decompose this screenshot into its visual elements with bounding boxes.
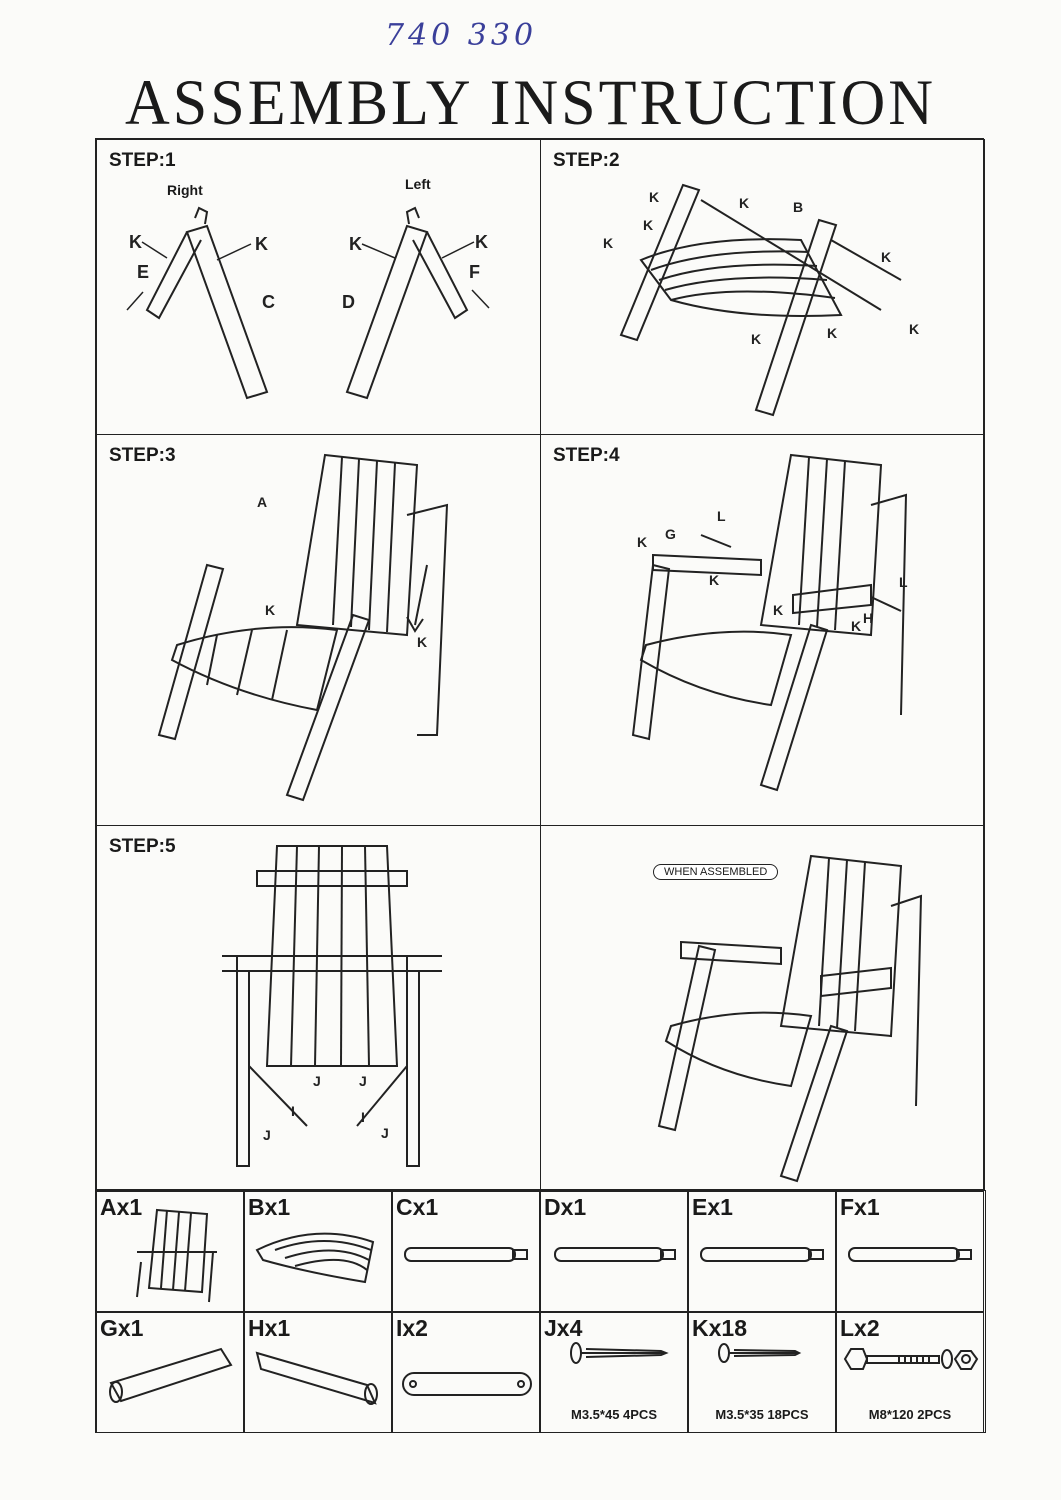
part-label: Hx1: [248, 1315, 291, 1341]
step-4-panel: STEP:4 K G L K K K H L: [540, 434, 985, 826]
part-e-rail-drawing: [700, 1247, 824, 1262]
part-i: Ix2: [392, 1312, 540, 1433]
svg-text:K: K: [909, 321, 919, 337]
part-label: Dx1: [544, 1194, 587, 1220]
parts-list: Ax1 Bx1 Cx1 Dx1 Ex1 Fx1 Gx1 Hx1 Ix2 Jx4 …: [95, 1190, 986, 1433]
step-1-illustration: K K E C K K D F: [126, 206, 490, 400]
svg-text:K: K: [649, 189, 659, 205]
svg-text:J: J: [313, 1073, 321, 1089]
svg-text:F: F: [469, 262, 480, 282]
left-label: Left: [405, 176, 431, 192]
part-h: Hx1: [244, 1312, 392, 1433]
svg-text:K: K: [709, 572, 719, 588]
part-h-armrest-drawing: [255, 1351, 378, 1405]
part-k: Kx18 M3.5*35 18PCS: [688, 1312, 836, 1433]
svg-text:L: L: [899, 574, 908, 590]
part-f: Fx1: [836, 1191, 984, 1312]
part-label: Cx1: [396, 1194, 439, 1220]
svg-text:L: L: [717, 508, 726, 524]
bolt-icon: [843, 1348, 979, 1370]
part-spec: M3.5*35 18PCS: [715, 1407, 809, 1422]
part-label: Ex1: [692, 1194, 733, 1220]
part-g: Gx1: [96, 1312, 244, 1433]
step-1-panel: STEP:1 Right Left K K E C K K D F: [96, 139, 541, 435]
svg-text:K: K: [603, 235, 613, 251]
svg-text:K: K: [349, 234, 362, 254]
svg-text:I: I: [291, 1103, 295, 1119]
svg-text:H: H: [863, 610, 873, 626]
part-c: Cx1: [392, 1191, 540, 1312]
part-i-brace-drawing: [402, 1372, 532, 1396]
svg-text:K: K: [255, 234, 268, 254]
screw-icon: [570, 1342, 669, 1364]
step-3-panel: STEP:3 A K K: [96, 434, 541, 826]
step-3-illustration: A K K: [157, 453, 449, 802]
part-e: Ex1: [688, 1191, 836, 1312]
step-4-label: STEP:4: [553, 445, 620, 466]
svg-text:K: K: [851, 618, 861, 634]
part-label: Fx1: [840, 1194, 880, 1220]
handwritten-note: 740 330: [385, 18, 538, 53]
svg-text:E: E: [137, 262, 149, 282]
svg-text:K: K: [643, 217, 653, 233]
svg-text:C: C: [262, 292, 275, 312]
svg-text:K: K: [637, 534, 647, 550]
svg-text:K: K: [739, 195, 749, 211]
part-label: Lx2: [840, 1315, 880, 1341]
svg-text:G: G: [665, 526, 676, 542]
step-4-illustration: K G L K K K H L: [631, 453, 908, 792]
step-5-label: STEP:5: [109, 836, 176, 857]
svg-text:K: K: [881, 249, 891, 265]
part-label: Bx1: [248, 1194, 291, 1220]
svg-text:K: K: [417, 634, 427, 650]
when-assembled-badge: WHEN ASSEMBLED: [653, 864, 779, 880]
part-label: Jx4: [544, 1315, 583, 1341]
assembled-illustration: [657, 854, 923, 1183]
part-a-backrest-drawing: [136, 1208, 217, 1303]
part-label: Gx1: [100, 1315, 144, 1341]
svg-text:K: K: [827, 325, 837, 341]
svg-text:D: D: [342, 292, 355, 312]
part-g-armrest-drawing: [109, 1347, 233, 1403]
part-label: Ix2: [396, 1315, 428, 1341]
svg-text:K: K: [773, 602, 783, 618]
svg-text:J: J: [359, 1073, 367, 1089]
part-j: Jx4 M3.5*45 4PCS: [540, 1312, 688, 1433]
step-3-label: STEP:3: [109, 445, 176, 466]
part-spec: M3.5*45 4PCS: [571, 1407, 657, 1422]
part-b: Bx1: [244, 1191, 392, 1312]
screw-icon: [718, 1343, 802, 1363]
part-l: Lx2 M8*120 2PCS: [836, 1312, 984, 1433]
part-c-leg-drawing: [404, 1247, 528, 1262]
part-d: Dx1: [540, 1191, 688, 1312]
svg-text:K: K: [129, 232, 142, 252]
part-spec: M8*120 2PCS: [868, 1407, 952, 1422]
svg-text:K: K: [751, 331, 761, 347]
part-a: Ax1: [96, 1191, 244, 1312]
step-2-label: STEP:2: [553, 150, 620, 171]
svg-text:K: K: [265, 602, 275, 618]
step-5-panel: STEP:5 J J I I J J: [96, 825, 541, 1191]
step-5-illustration: J J I I J J: [222, 845, 442, 1167]
part-f-rail-drawing: [848, 1247, 972, 1262]
part-b-seat-drawing: [255, 1232, 375, 1284]
svg-text:A: A: [257, 494, 267, 510]
right-label: Right: [167, 182, 203, 198]
part-label: Kx18: [692, 1315, 747, 1341]
svg-text:K: K: [475, 232, 488, 252]
svg-text:J: J: [381, 1125, 389, 1141]
svg-text:B: B: [793, 199, 803, 215]
svg-text:J: J: [263, 1127, 271, 1143]
assembled-panel: WHEN ASSEMBLED: [540, 825, 985, 1191]
step-1-label: STEP:1: [109, 150, 176, 171]
page-title: ASSEMBLY INSTRUCTION: [124, 67, 937, 139]
part-d-leg-drawing: [554, 1247, 676, 1262]
svg-text:I: I: [361, 1109, 365, 1125]
part-label: Ax1: [100, 1194, 143, 1220]
